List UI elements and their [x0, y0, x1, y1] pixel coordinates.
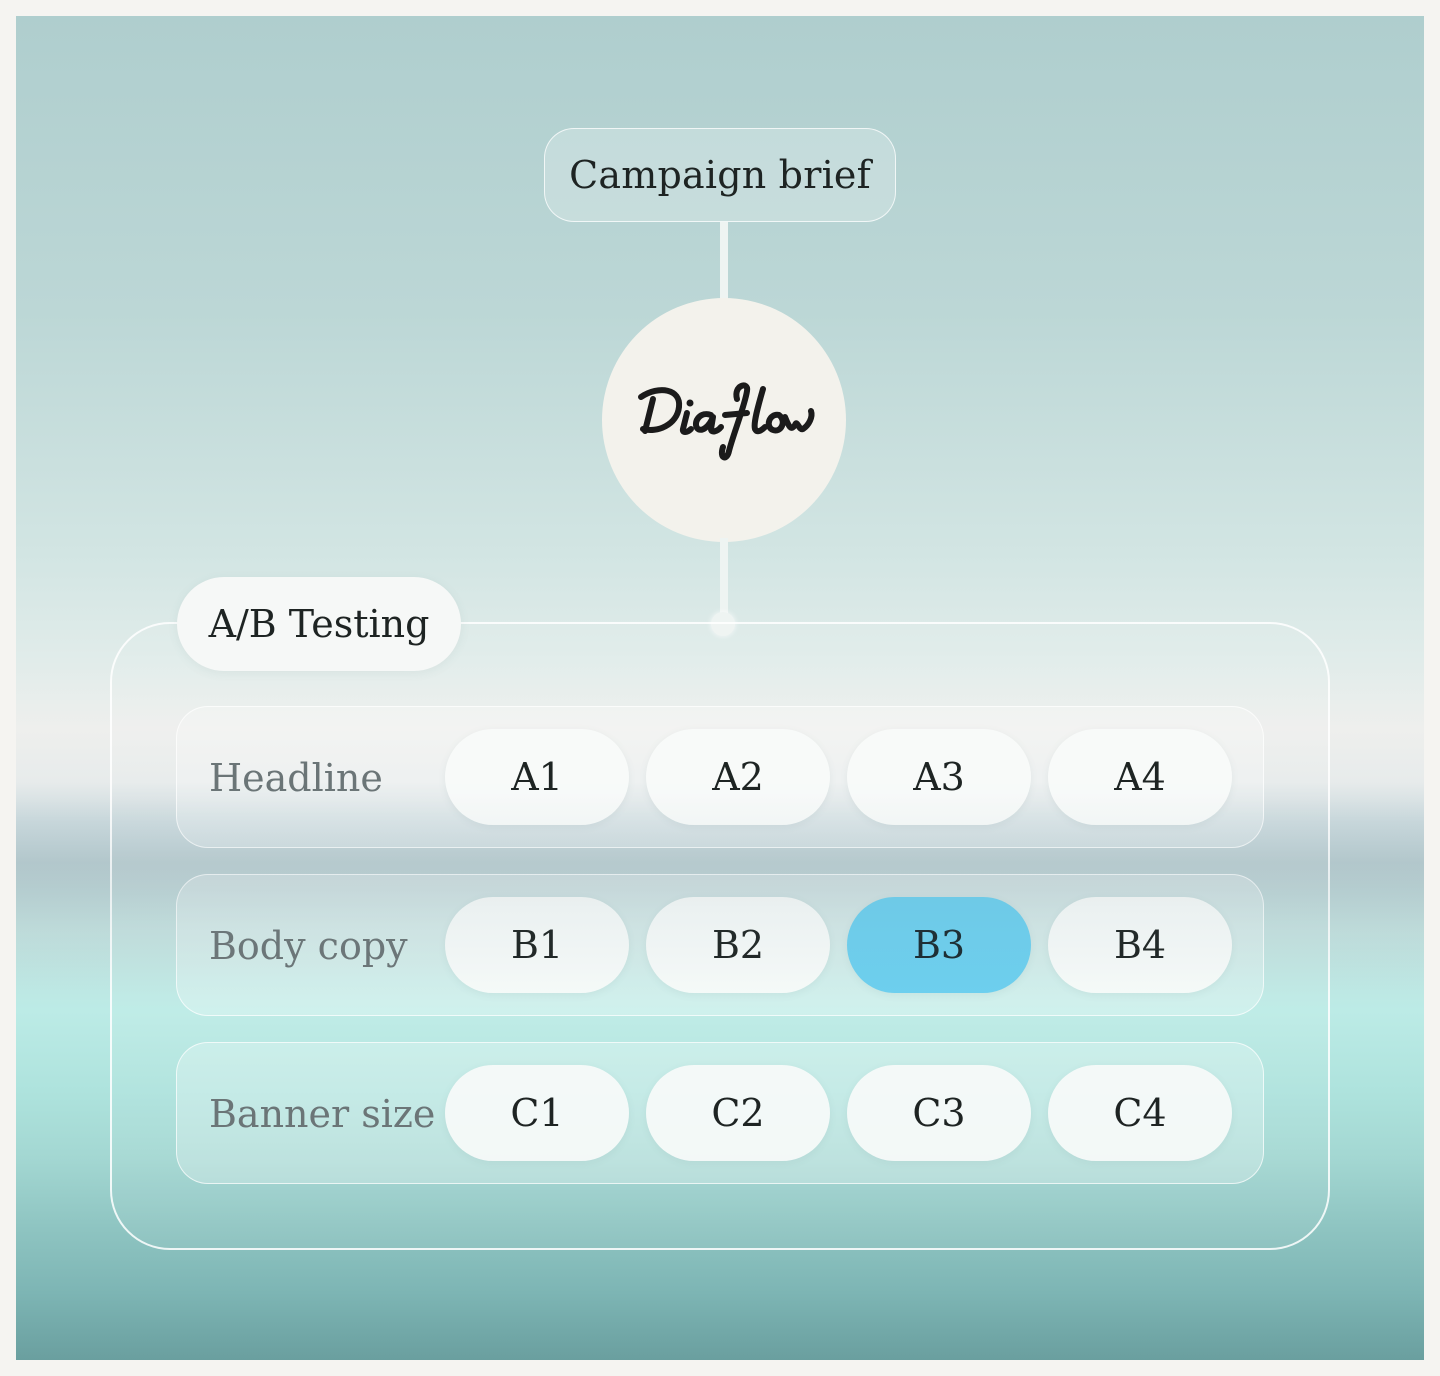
ab-testing-tab[interactable]: A/B Testing [177, 577, 461, 671]
variant-b3-selected[interactable]: B3 [847, 897, 1031, 993]
logo-i-dot [686, 399, 694, 407]
row-headline: Headline A1 A2 A3 A4 [176, 706, 1264, 848]
variant-c4[interactable]: C4 [1048, 1065, 1232, 1161]
diagram-canvas: Campaign brief [16, 16, 1424, 1360]
variant-c2[interactable]: C2 [646, 1065, 830, 1161]
variant-a4[interactable]: A4 [1048, 729, 1232, 825]
row-body-copy: Body copy B1 B2 B3 B4 [176, 874, 1264, 1016]
connector-logo-to-testing [720, 538, 728, 622]
campaign-brief-node[interactable]: Campaign brief [544, 128, 896, 222]
variant-c3[interactable]: C3 [847, 1065, 1031, 1161]
diaflow-logo-node[interactable] [602, 298, 846, 542]
campaign-brief-label: Campaign brief [569, 153, 871, 197]
variant-a3[interactable]: A3 [847, 729, 1031, 825]
row-label-headline: Headline [209, 756, 383, 800]
variant-a1[interactable]: A1 [445, 729, 629, 825]
variant-b4[interactable]: B4 [1048, 897, 1232, 993]
diaflow-logo-icon [638, 382, 815, 461]
ab-testing-label: A/B Testing [208, 602, 430, 646]
row-label-banner-size: Banner size [209, 1092, 436, 1136]
row-label-body-copy: Body copy [209, 924, 408, 968]
variant-a2[interactable]: A2 [646, 729, 830, 825]
row-banner-size: Banner size C1 C2 C3 C4 [176, 1042, 1264, 1184]
variant-c1[interactable]: C1 [445, 1065, 629, 1161]
connector-junction-dot [711, 612, 735, 636]
variant-b1[interactable]: B1 [445, 897, 629, 993]
variant-b2[interactable]: B2 [646, 897, 830, 993]
connector-brief-to-logo [720, 222, 728, 304]
